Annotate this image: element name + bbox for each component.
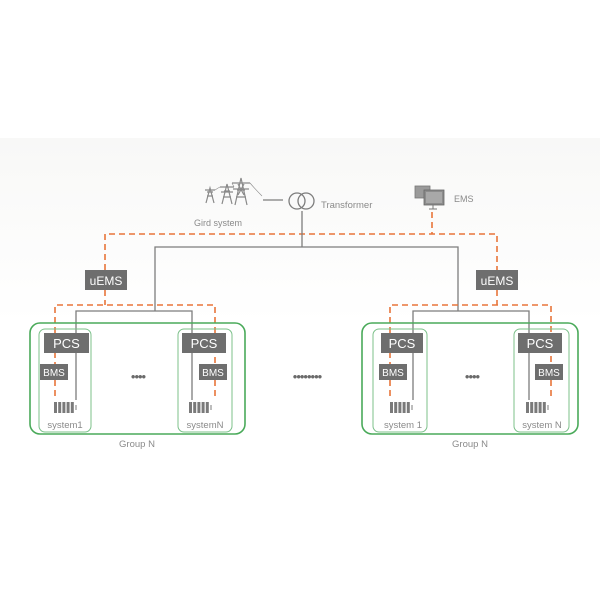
battery-cell [193,402,197,413]
group-comm-lines [54,290,216,400]
power-tower-icon [205,177,263,206]
bms-label: BMS [202,368,224,379]
bms-box[interactable]: BMS [40,364,68,380]
pcs-box[interactable]: PCS [182,333,226,353]
group-power-lines [412,310,530,400]
battery-cell [526,402,529,413]
transformer-icon [288,192,315,210]
system-boundary [177,328,233,433]
uems-label: uEMS [90,274,123,288]
uems-label: uEMS [481,274,514,288]
group-power-lines [75,310,193,400]
bms-label: BMS [382,368,404,379]
communication-bus [104,212,498,270]
battery-cell [394,402,398,413]
battery-cell [538,402,542,413]
battery-terminal [75,405,77,410]
group-boundary [29,322,246,435]
battery-cell [58,402,62,413]
pcs-label: PCS [527,336,554,351]
battery-cell [402,402,406,413]
background-band [0,138,600,448]
system-boundary [372,328,428,433]
uems-box[interactable]: uEMS [85,270,127,290]
battery-cell [398,402,402,413]
system-name: system1 [47,420,82,431]
power-bus [154,211,459,311]
battery-terminal [547,405,549,410]
battery-terminal [411,405,413,410]
battery-cell [205,402,209,413]
battery-terminal [210,405,212,410]
battery-icon [189,402,212,413]
pcs-label: PCS [191,336,218,351]
pcs-box[interactable]: PCS [44,333,89,353]
group-comm-lines [389,290,552,400]
systems-ellipsis: •••• [465,369,481,384]
uems-box[interactable]: uEMS [476,270,518,290]
battery-cell [406,402,410,413]
system-name: system N [522,420,562,431]
system-name: system 1 [384,420,422,431]
system-boundary [513,328,570,433]
battery-cell [542,402,546,413]
ems-label: EMS [454,194,474,204]
battery-icon [526,402,549,413]
battery-cell [54,402,57,413]
bms-box[interactable]: BMS [199,364,227,380]
system-name: systemN [187,420,224,431]
computer-monitors-icon [414,185,445,210]
bms-box[interactable]: BMS [379,364,407,380]
grid-system-label: Gird system [194,218,242,228]
group-boundary [361,322,579,435]
bms-label: BMS [43,368,65,379]
battery-cell [530,402,534,413]
pcs-box[interactable]: PCS [381,333,423,353]
group-right: uEMS PCS BMS system 1 PCS [361,270,579,450]
battery-icon [54,402,77,413]
system-boundary [38,328,92,433]
systems-ellipsis: •••• [131,369,147,384]
battery-cell [189,402,192,413]
battery-icon [390,402,413,413]
battery-cell [197,402,201,413]
battery-cell [62,402,66,413]
group-left: uEMS PCS BMS system1 PCS [29,270,246,450]
groups-ellipsis: •••••••• [293,369,323,384]
pcs-label: PCS [389,336,416,351]
battery-cell [534,402,538,413]
group-label: Group N [119,439,155,450]
battery-cell [70,402,74,413]
transformer-label: Transformer [321,200,372,211]
battery-cell [390,402,393,413]
grid-system: Gird system [194,177,263,228]
group-label: Group N [452,439,488,450]
battery-cell [66,402,70,413]
bms-box[interactable]: BMS [535,364,563,380]
battery-cell [201,402,205,413]
bms-label: BMS [538,368,560,379]
pcs-box[interactable]: PCS [518,333,562,353]
pcs-label: PCS [53,336,80,351]
